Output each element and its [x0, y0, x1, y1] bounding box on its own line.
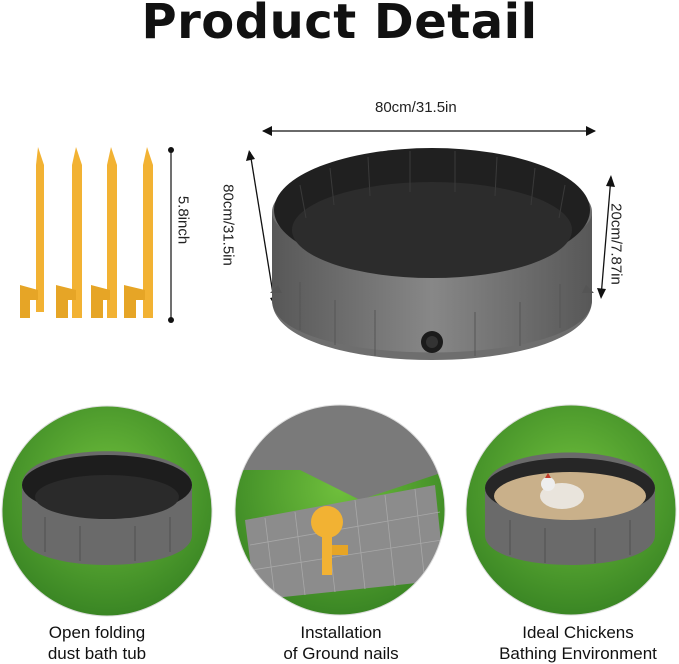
stake-4: [124, 147, 153, 318]
ground-stakes: [20, 147, 153, 318]
feature-caption-open-tub: Open folding dust bath tub: [0, 622, 194, 664]
main-pool: [270, 148, 594, 360]
height-label: 20cm/7.87in: [607, 203, 625, 285]
feature-image-ground-nail: [235, 405, 445, 615]
diameter-arrow: [262, 126, 596, 136]
stake-length-marker: [168, 147, 174, 323]
stake-1: [20, 147, 44, 318]
feature-image-open-tub: [2, 406, 212, 616]
caption-line: dust bath tub: [47, 644, 147, 663]
feature-caption-ground-nails: Installation of Ground nails: [243, 622, 439, 664]
page-title: Product Detail: [141, 0, 538, 50]
stake-2: [56, 147, 82, 318]
caption-line: Ideal Chickens: [522, 623, 634, 642]
stake-length-label: 5.8inch: [174, 195, 192, 245]
feature-caption-chicken-bath: Ideal Chickens Bathing Environment: [478, 622, 678, 664]
side-diameter-label: 80cm/31.5in: [219, 184, 237, 266]
diameter-label: 80cm/31.5in: [375, 99, 457, 116]
caption-line: Open folding: [48, 623, 146, 642]
caption-line: Installation: [300, 623, 382, 642]
caption-line: Bathing Environment: [499, 644, 657, 663]
height-arrow: [597, 175, 615, 299]
feature-image-chicken-bath: [466, 405, 676, 615]
stake-3: [91, 147, 117, 318]
caption-line: of Ground nails: [283, 644, 399, 663]
